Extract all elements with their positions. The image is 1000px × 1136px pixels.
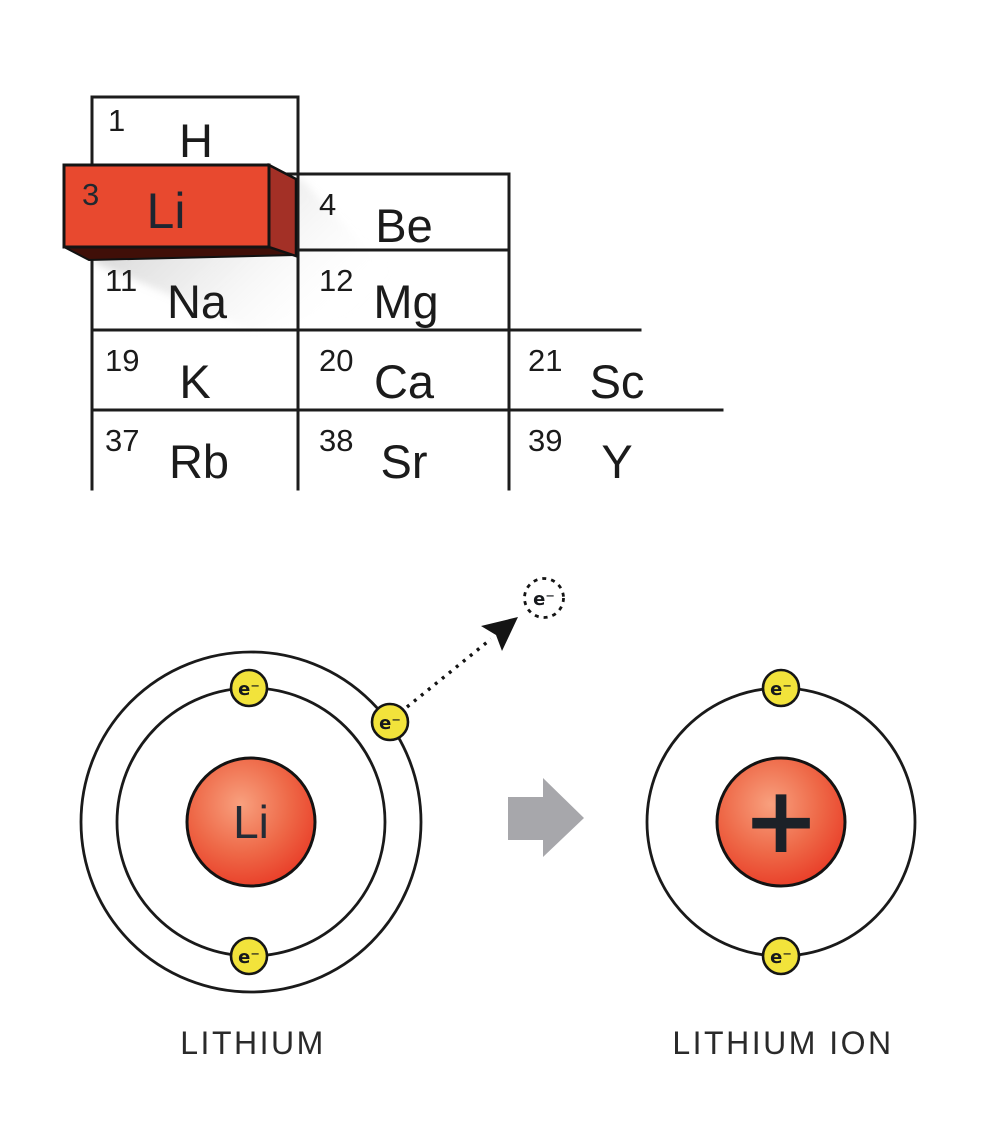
cell-y-number: 39 bbox=[528, 423, 562, 458]
cell-li-symbol: Li bbox=[147, 183, 186, 239]
dotted-arrow-line bbox=[405, 637, 493, 709]
electron-label: e⁻ bbox=[770, 679, 792, 700]
periodic-table: 1 H 4 Be 11 Na 12 Mg 19 K 20 Ca 21 Sc 37… bbox=[62, 95, 724, 491]
cell-sc-number: 21 bbox=[528, 343, 562, 378]
cell-rb-number: 37 bbox=[105, 423, 139, 458]
atom-electron-bottom: e⁻ bbox=[229, 936, 269, 976]
li-box-side-face bbox=[267, 162, 298, 258]
cell-h-symbol: H bbox=[179, 114, 213, 167]
escaping-electron-label: e⁻ bbox=[533, 589, 555, 610]
electron-label: e⁻ bbox=[238, 947, 260, 968]
cell-na-number: 11 bbox=[105, 263, 137, 298]
cell-y-symbol: Y bbox=[601, 435, 632, 488]
cell-be-symbol: Be bbox=[375, 199, 433, 252]
atom-caption: LITHIUM bbox=[180, 1025, 326, 1061]
cell-h-number: 1 bbox=[108, 103, 125, 138]
electron-circle bbox=[370, 702, 410, 742]
lithium-atom: Li e⁻ e⁻ e⁻ e⁻ bbox=[79, 577, 565, 994]
escaping-electron: e⁻ bbox=[523, 577, 565, 619]
cell-sr-number: 38 bbox=[319, 423, 353, 458]
atom-electron-top: e⁻ bbox=[229, 668, 269, 708]
cell-k-number: 19 bbox=[105, 343, 139, 378]
electron-label: e⁻ bbox=[379, 713, 401, 734]
electron-circle bbox=[761, 668, 801, 708]
electron-circle bbox=[229, 668, 269, 708]
cell-sr-symbol: Sr bbox=[381, 435, 428, 488]
ion-nucleus bbox=[715, 756, 847, 888]
electron-circle bbox=[761, 936, 801, 976]
atom-nucleus-label: Li bbox=[233, 796, 269, 848]
ion-electron-top: e⁻ bbox=[761, 668, 801, 708]
arrowhead bbox=[481, 617, 518, 651]
transform-arrow-icon bbox=[508, 778, 584, 857]
table-cells: 1 H 4 Be 11 Na 12 Mg 19 K 20 Ca 21 Sc 37… bbox=[105, 103, 644, 488]
cell-mg-number: 12 bbox=[319, 263, 353, 298]
escaping-electron-circle bbox=[523, 577, 565, 619]
cell-mg-symbol: Mg bbox=[373, 275, 438, 328]
cell-be-number: 4 bbox=[319, 187, 336, 222]
cell-ca-number: 20 bbox=[319, 343, 353, 378]
ion-nucleus-plus: + bbox=[742, 767, 819, 874]
cell-li-number: 3 bbox=[82, 177, 99, 212]
atom-electron-outer: e⁻ bbox=[370, 702, 410, 742]
ion-electron-bottom: e⁻ bbox=[761, 936, 801, 976]
electron-circle bbox=[229, 936, 269, 976]
electron-label: e⁻ bbox=[238, 679, 260, 700]
electron-label: e⁻ bbox=[770, 947, 792, 968]
cell-na-symbol: Na bbox=[167, 275, 228, 328]
cell-rb-symbol: Rb bbox=[169, 435, 229, 488]
cell-ca-symbol: Ca bbox=[374, 355, 435, 408]
cell-li-raised-box: 3 Li bbox=[62, 162, 298, 262]
li-box-front-face bbox=[62, 163, 271, 249]
ion-caption: LITHIUM ION bbox=[672, 1025, 893, 1061]
atom-outer-orbit bbox=[79, 650, 423, 994]
cell-k-symbol: K bbox=[179, 355, 210, 408]
atom-nucleus bbox=[185, 756, 317, 888]
cell-sc-symbol: Sc bbox=[590, 355, 645, 408]
lithium-ion: + e⁻ e⁻ bbox=[645, 668, 917, 976]
ionization-arrow bbox=[405, 617, 518, 709]
